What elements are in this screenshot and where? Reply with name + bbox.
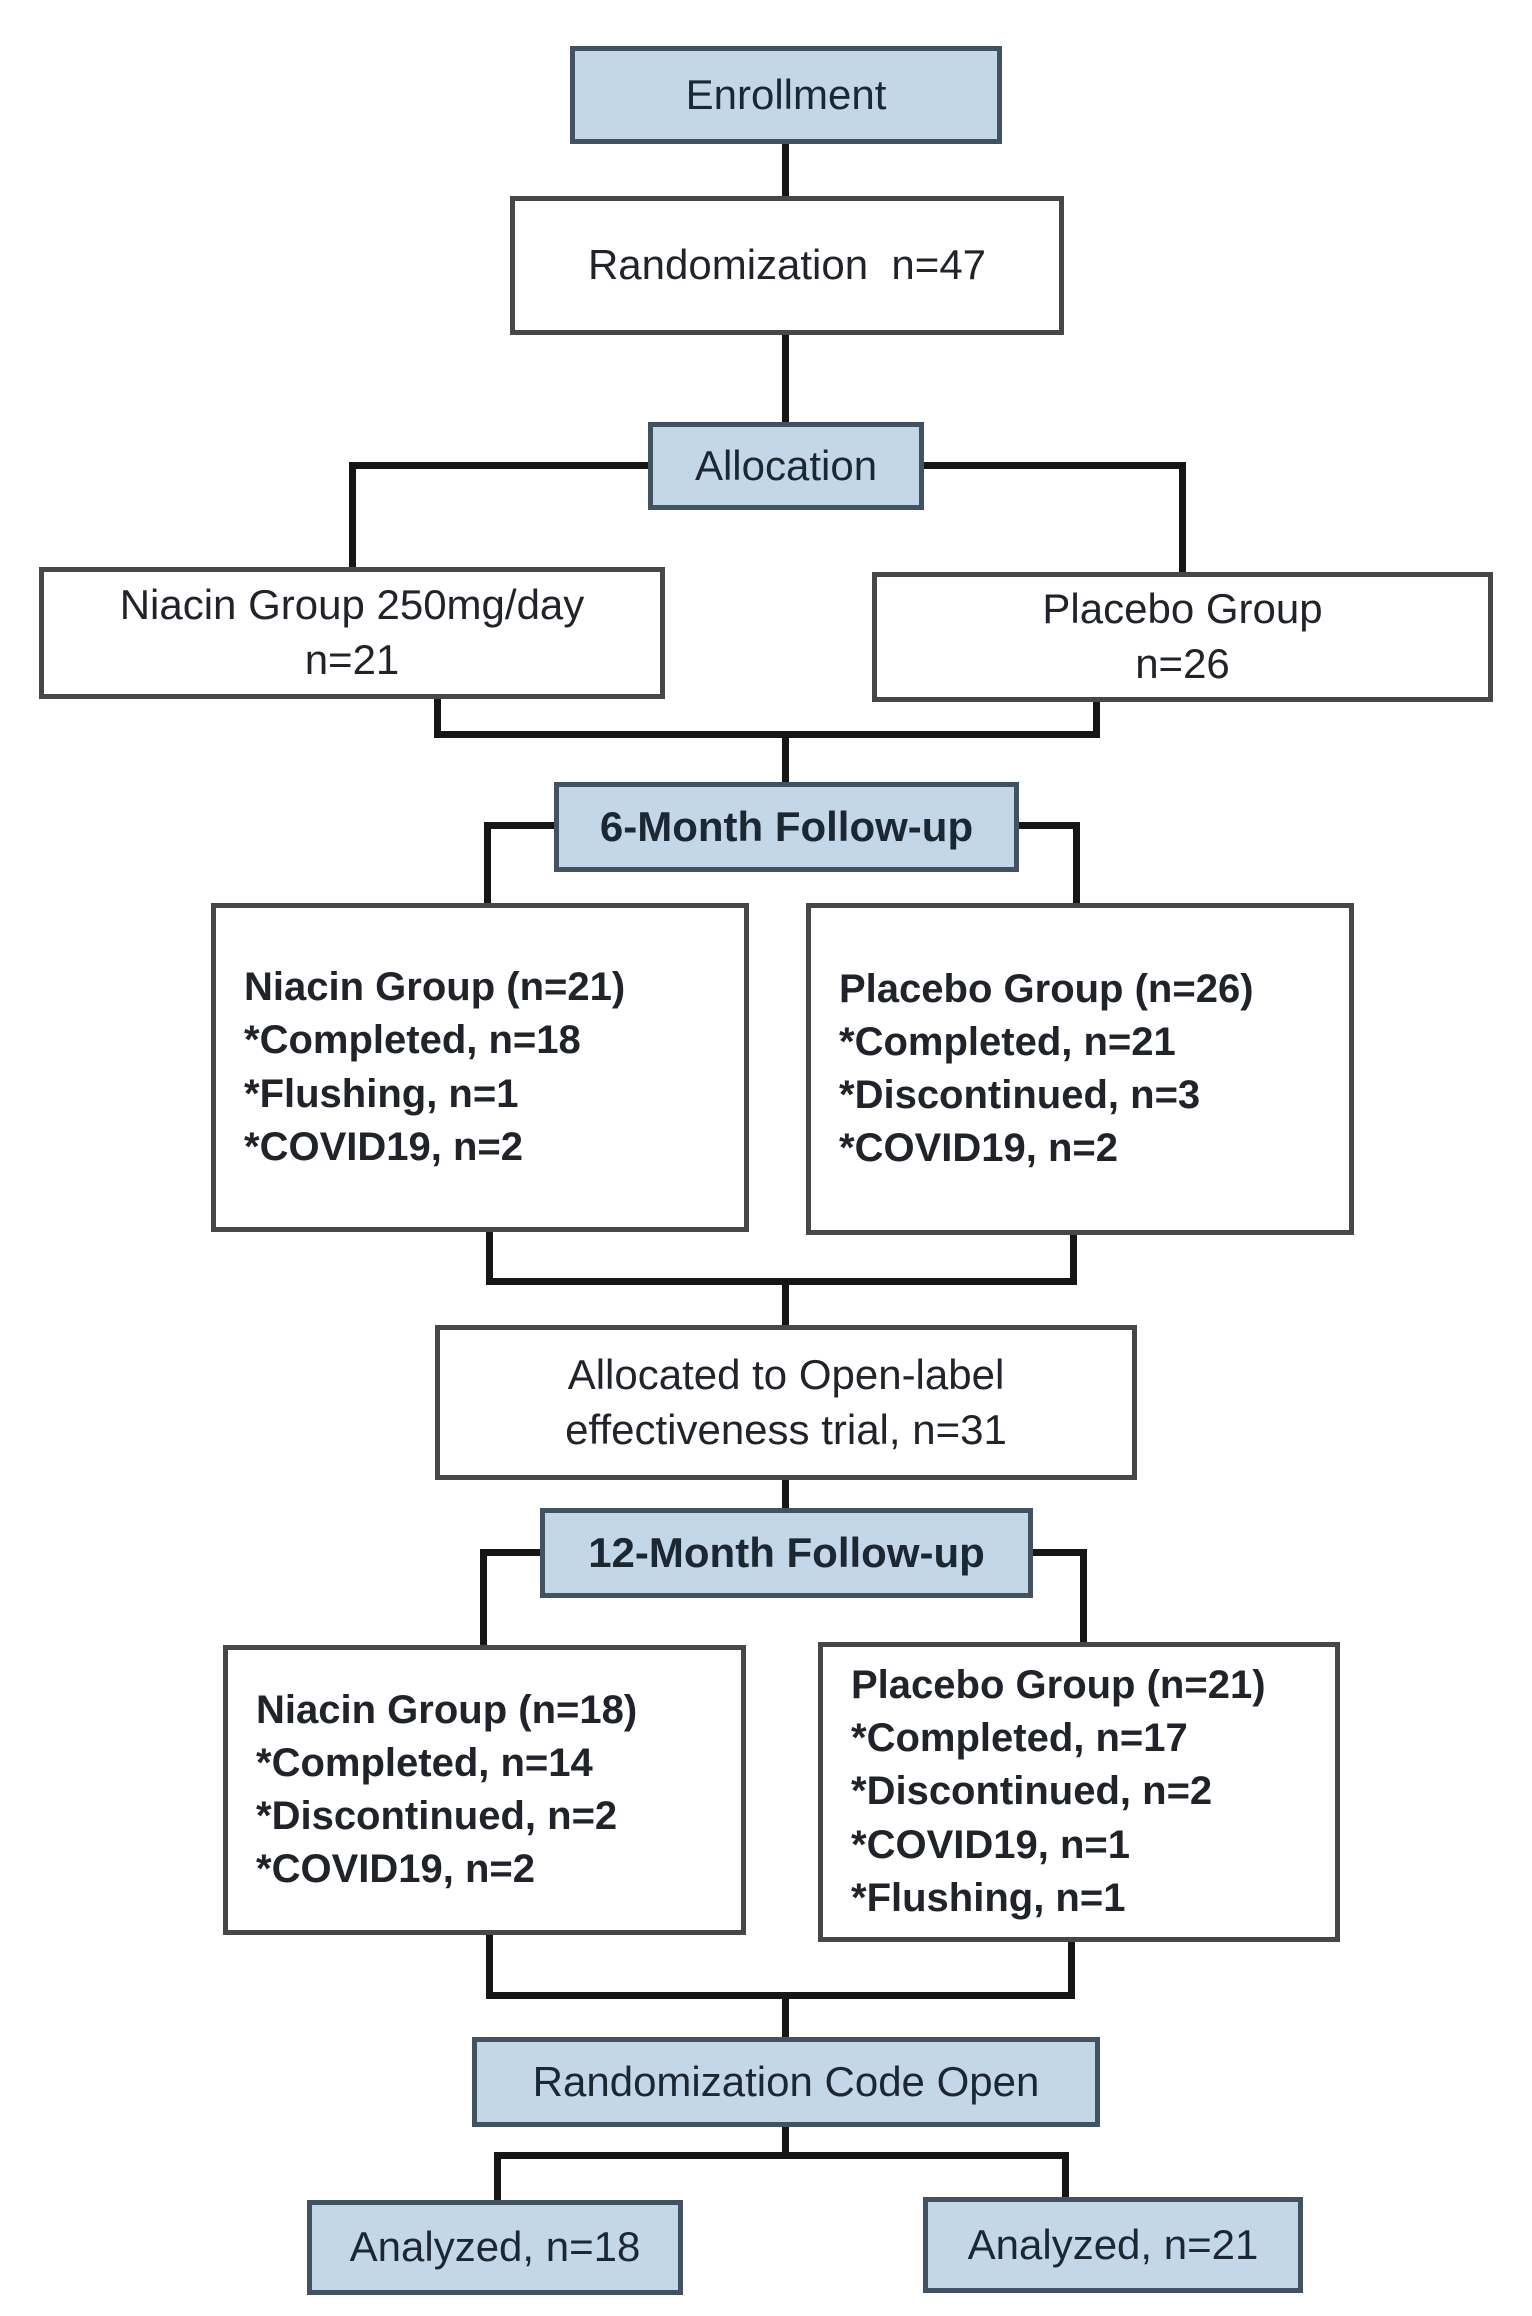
connector-placebo-12m-stub	[1068, 1942, 1075, 1999]
analyzed-placebo-label: Analyzed, n=21	[967, 2220, 1259, 2268]
node-niacin-6m: Niacin Group (n=21) *Completed, n=18 *Fl…	[211, 903, 749, 1232]
connector-12m-right-vertical	[1080, 1549, 1087, 1642]
niacin-12m-item-discontinued: *Discontinued, n=2	[256, 1794, 618, 1838]
connector-allocation-right-horizontal	[924, 462, 1186, 469]
niacin-6m-item-covid19: *COVID19, n=2	[244, 1124, 524, 1169]
randomization-label: Randomization n=47	[587, 241, 987, 289]
connector-openlabel-12m	[782, 1480, 789, 1508]
connector-merge-openlabel-horizontal	[486, 1278, 1077, 1285]
connector-6m-right-horizontal	[1017, 822, 1080, 829]
niacin-12m-item-covid19: *COVID19, n=2	[256, 1847, 536, 1892]
node-niacin-12m: Niacin Group (n=18) *Completed, n=14 *Di…	[223, 1645, 746, 1935]
placebo-6m-item-covid19: *COVID19, n=2	[839, 1126, 1119, 1171]
connector-allocation-left-vertical	[349, 462, 356, 567]
connector-12m-left-horizontal	[480, 1549, 542, 1556]
connector-enrollment-randomization	[782, 144, 789, 196]
connector-niacin-6m-stub	[486, 1232, 493, 1285]
node-placebo-6m: Placebo Group (n=26) *Completed, n=21 *D…	[806, 903, 1354, 1235]
allocation-label: Allocation	[694, 441, 878, 489]
connector-randomization-allocation	[782, 335, 789, 422]
niacin-allocation-line1: Niacin Group 250mg/day	[119, 581, 585, 629]
placebo-12m-item-covid19: *COVID19, n=1	[851, 1822, 1131, 1867]
connector-allocation-right-vertical	[1179, 462, 1186, 572]
connector-merge-6m-horizontal	[434, 731, 1100, 738]
connector-analyzed-right-vertical	[1062, 2159, 1069, 2197]
randomization-code-open-label: Randomization Code Open	[532, 2057, 1040, 2105]
placebo-12m-item-discontinued: *Discontinued, n=2	[851, 1769, 1213, 1814]
node-randomization: Randomization n=47	[510, 196, 1064, 335]
connector-12m-left-vertical	[480, 1549, 487, 1645]
node-placebo-12m: Placebo Group (n=21) *Completed, n=17 *D…	[818, 1642, 1340, 1942]
connector-code-drop	[782, 1999, 789, 2037]
node-niacin-allocation: Niacin Group 250mg/day n=21	[39, 567, 665, 699]
connector-placebo-allocation-stub	[1093, 702, 1100, 738]
niacin-6m-item-completed: *Completed, n=18	[244, 1018, 581, 1063]
connector-12m-right-horizontal	[1031, 1549, 1087, 1556]
connector-merge-code-horizontal	[486, 1992, 1075, 1999]
open-label-line2: effectiveness trial, n=31	[565, 1405, 1007, 1453]
connector-analyzed-left-vertical	[494, 2159, 501, 2200]
connector-code-stub	[782, 2127, 789, 2159]
placebo-6m-item-completed: *Completed, n=21	[839, 1019, 1176, 1064]
niacin-12m-title: Niacin Group (n=18)	[256, 1687, 638, 1732]
node-analyzed-placebo: Analyzed, n=21	[923, 2197, 1303, 2293]
connector-openlabel-drop	[782, 1285, 789, 1325]
placebo-6m-item-discontinued: *Discontinued, n=3	[839, 1073, 1201, 1117]
node-analyzed-niacin: Analyzed, n=18	[307, 2200, 683, 2295]
node-enrollment: Enrollment	[570, 46, 1002, 144]
connector-6m-left-horizontal	[484, 822, 556, 829]
node-6-month-followup: 6-Month Follow-up	[554, 782, 1019, 872]
connector-allocation-left-horizontal	[349, 462, 648, 469]
placebo-6m-title: Placebo Group (n=26)	[839, 966, 1254, 1011]
connector-6m-left-vertical	[484, 822, 491, 903]
niacin-6m-title: Niacin Group (n=21)	[244, 965, 626, 1010]
placebo-allocation-line1: Placebo Group	[1042, 585, 1323, 633]
connector-merge-6m-drop	[782, 738, 789, 782]
connector-niacin-12m-stub	[486, 1935, 493, 1999]
6-month-followup-label: 6-Month Follow-up	[599, 802, 974, 850]
open-label-line1: Allocated to Open-label	[567, 1350, 1005, 1398]
placebo-12m-item-completed: *Completed, n=17	[851, 1716, 1188, 1761]
niacin-allocation-line2: n=21	[304, 636, 400, 683]
node-placebo-allocation: Placebo Group n=26	[872, 572, 1493, 702]
placebo-12m-item-flushing: *Flushing, n=1	[851, 1875, 1126, 1920]
analyzed-niacin-label: Analyzed, n=18	[349, 2223, 641, 2271]
node-allocation: Allocation	[648, 422, 924, 510]
placebo-allocation-line2: n=26	[1135, 640, 1230, 687]
connector-niacin-allocation-stub	[434, 699, 441, 738]
connector-6m-right-vertical	[1073, 822, 1080, 903]
12-month-followup-label: 12-Month Follow-up	[588, 1528, 985, 1576]
node-randomization-code-open: Randomization Code Open	[472, 2037, 1100, 2127]
niacin-6m-item-flushing: *Flushing, n=1	[244, 1071, 519, 1116]
connector-placebo-6m-stub	[1070, 1235, 1077, 1285]
niacin-12m-item-completed: *Completed, n=14	[256, 1740, 593, 1785]
connector-analyzed-horizontal	[494, 2152, 1069, 2159]
enrollment-label: Enrollment	[685, 70, 887, 118]
node-12-month-followup: 12-Month Follow-up	[540, 1508, 1033, 1598]
node-open-label: Allocated to Open-label effectiveness tr…	[435, 1325, 1137, 1480]
placebo-12m-title: Placebo Group (n=21)	[851, 1663, 1266, 1708]
